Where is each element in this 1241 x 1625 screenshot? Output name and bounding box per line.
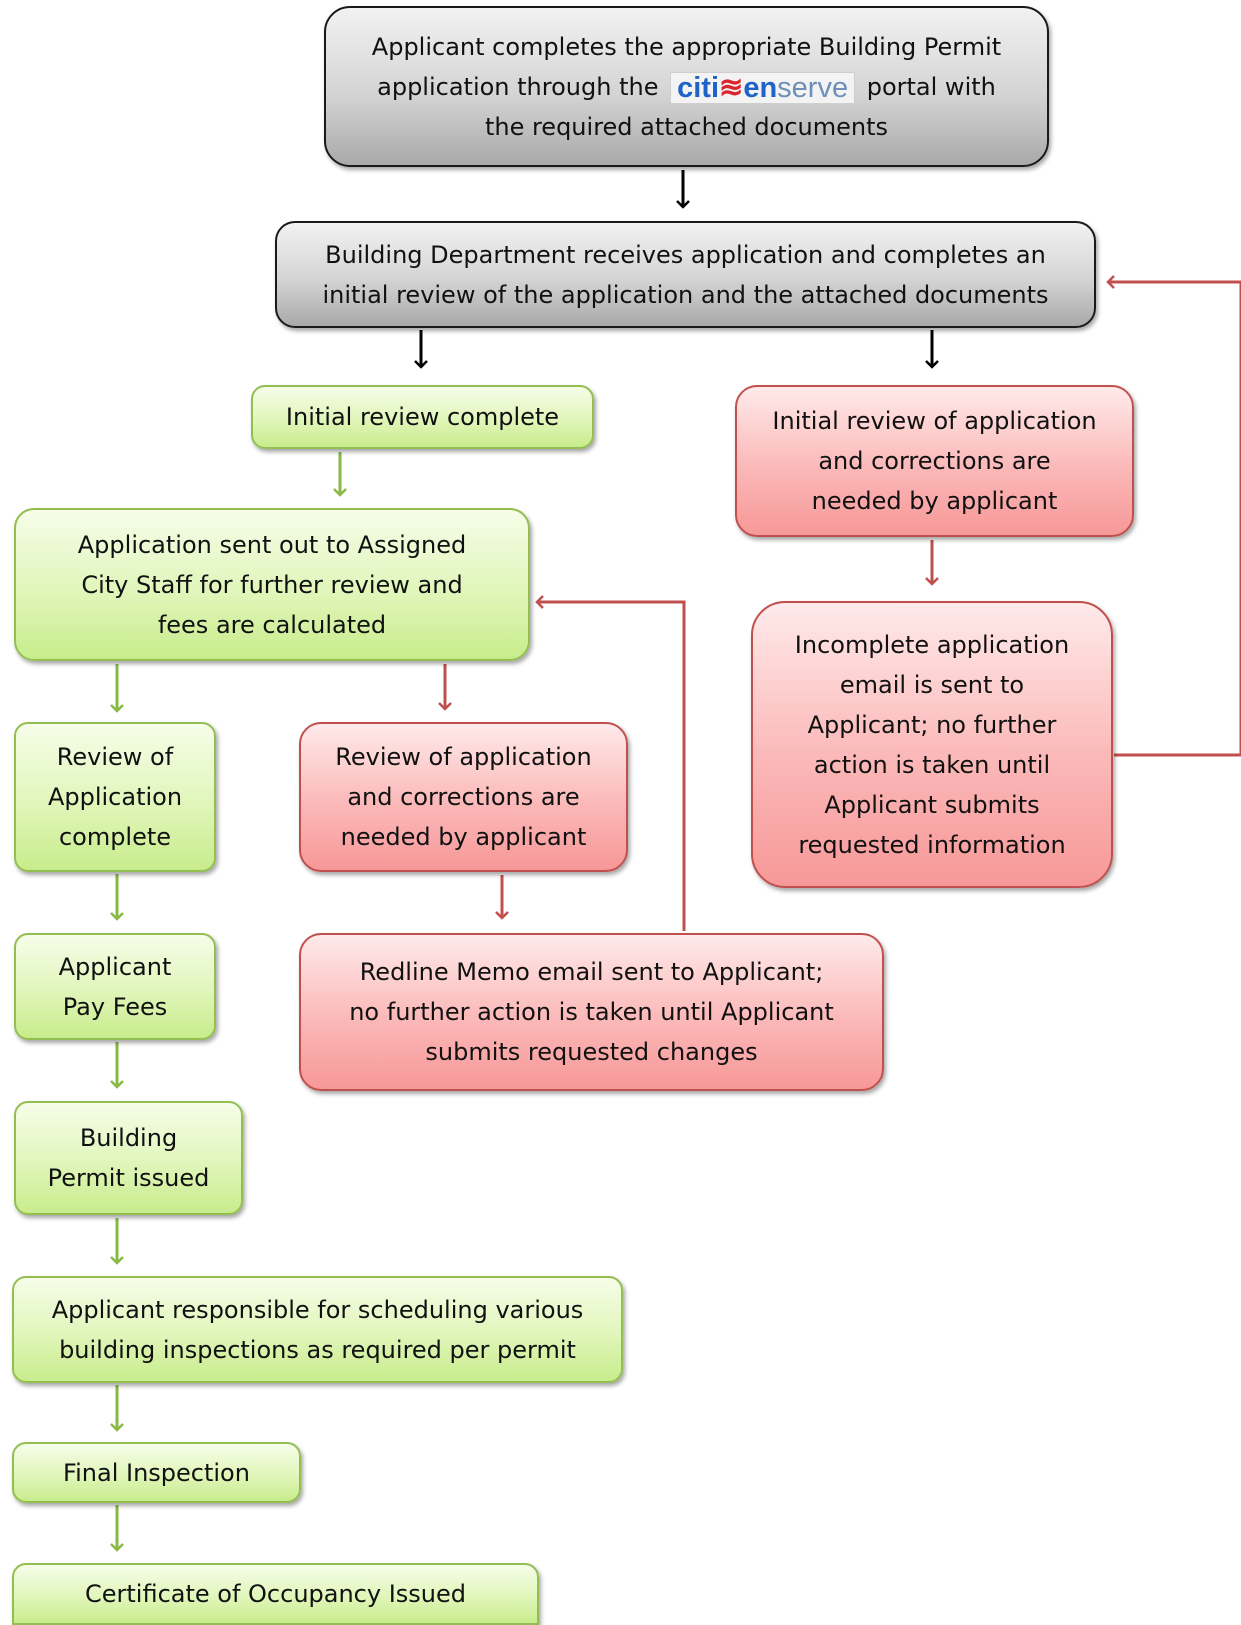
step-submit-line2-before: application through the: [377, 72, 659, 101]
step-schedule-line2: building inspections as required per per…: [59, 1335, 576, 1364]
step-review-complete-line3: complete: [58, 823, 172, 851]
step-initial-corrections-line1: Initial review of application: [772, 407, 1097, 435]
step-schedule-inspections: Applicant responsible for scheduling var…: [12, 1276, 623, 1383]
step-permit-line1: Building: [79, 1124, 178, 1152]
step-initial-review-complete: Initial review complete: [251, 385, 594, 449]
step-incomplete-line1: Incomplete application: [794, 630, 1070, 659]
step-submit-line3: the required attached documents: [484, 112, 889, 141]
step-review-corrections-line2: and corrections are: [347, 783, 580, 811]
logo-mark: ≋: [719, 71, 744, 104]
step-incomplete-line2: email is sent to: [839, 670, 1025, 699]
step-certificate-line1: Certificate of Occupancy Issued: [84, 1580, 467, 1608]
step-review-complete: Review of Application complete: [14, 722, 216, 872]
step-certificate-of-occupancy: Certificate of Occupancy Issued: [12, 1563, 539, 1625]
step-permit-line2: Permit issued: [47, 1164, 210, 1192]
step-schedule-line1: Applicant responsible for scheduling var…: [51, 1295, 584, 1324]
step-dept-line2: initial review of the application and th…: [322, 280, 1049, 309]
step-incomplete-line6: requested information: [798, 830, 1066, 859]
step-review-complete-line1: Review of: [56, 743, 174, 771]
step-initial-complete-line1: Initial review complete: [285, 403, 560, 431]
step-review-corrections: Review of application and corrections ar…: [299, 722, 628, 872]
step-incomplete-line5: Applicant submits: [824, 790, 1040, 819]
step-review-corrections-line1: Review of application: [335, 743, 592, 771]
arrow-incomplete-back-to-dept: [1106, 275, 1241, 757]
step-incomplete-email: Incomplete application email is sent to …: [751, 601, 1113, 888]
step-incomplete-line3: Applicant; no further: [807, 710, 1057, 739]
citizenserve-logo: citi≋enserve: [670, 71, 856, 104]
step-staff-line2: City Staff for further review and: [81, 570, 463, 599]
step-redline-memo: Redline Memo email sent to Applicant; no…: [299, 933, 884, 1091]
logo-citi: citi: [677, 71, 720, 104]
step-initial-review-corrections: Initial review of application and correc…: [735, 385, 1134, 537]
step-submit-line2: application through the citi≋enserve por…: [377, 67, 996, 107]
arrow-redline-back-to-staff: [535, 595, 686, 931]
step-pay-fees: Applicant Pay Fees: [14, 933, 216, 1040]
step-pay-line1: Applicant: [58, 952, 172, 981]
step-final-line1: Final Inspection: [63, 1458, 250, 1487]
step-initial-corrections-line3: needed by applicant: [811, 487, 1058, 515]
step-submit-line1: Applicant completes the appropriate Buil…: [371, 32, 1002, 61]
step-department-review: Building Department receives application…: [275, 221, 1096, 328]
logo-serve: serve: [777, 71, 849, 104]
step-submit-line2-after: portal with: [866, 72, 996, 101]
step-final-inspection: Final Inspection: [12, 1442, 301, 1503]
step-review-corrections-line3: needed by applicant: [340, 823, 587, 851]
logo-en: en: [743, 71, 778, 104]
step-redline-line2: no further action is taken until Applica…: [349, 998, 834, 1026]
step-sent-to-city-staff: Application sent out to Assigned City St…: [14, 508, 530, 661]
step-review-complete-line2: Application: [47, 783, 183, 811]
step-initial-corrections-line2: and corrections are: [818, 447, 1051, 475]
step-dept-line1: Building Department receives application…: [325, 240, 1046, 269]
step-staff-line1: Application sent out to Assigned: [77, 530, 467, 559]
step-pay-line2: Pay Fees: [62, 992, 168, 1021]
step-staff-line3: fees are calculated: [157, 610, 387, 639]
step-permit-issued: Building Permit issued: [14, 1101, 243, 1215]
step-submit-application: Applicant completes the appropriate Buil…: [324, 6, 1049, 167]
step-redline-line1: Redline Memo email sent to Applicant;: [359, 958, 824, 986]
step-redline-line3: submits requested changes: [425, 1038, 758, 1066]
step-incomplete-line4: action is taken until: [813, 750, 1051, 779]
